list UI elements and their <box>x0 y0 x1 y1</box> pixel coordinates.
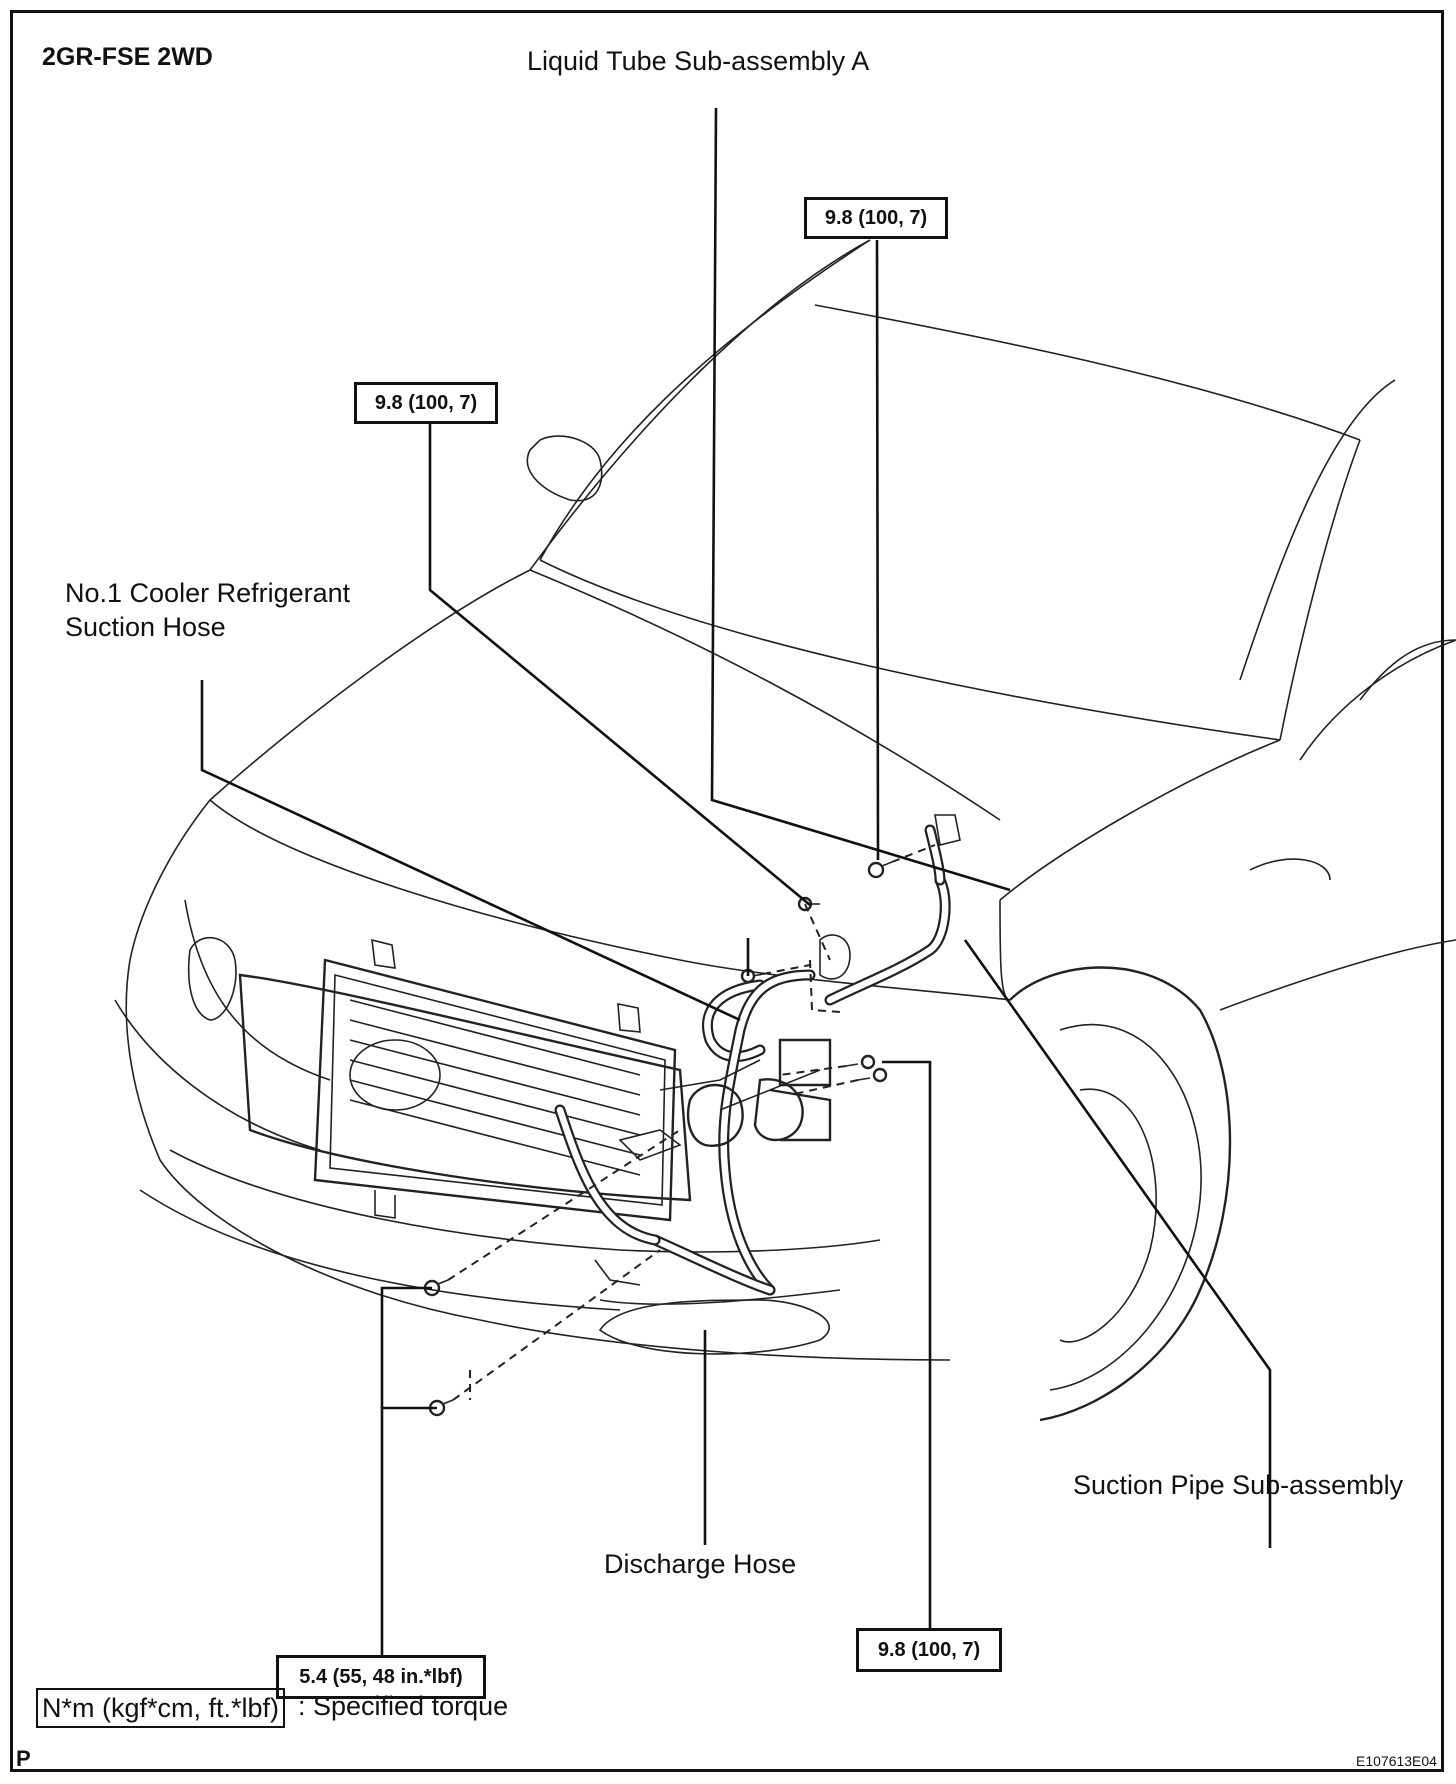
leader-lines <box>200 107 1272 1655</box>
torque-legend-text: : Specified torque <box>298 1691 509 1721</box>
liquid-tube-label: Liquid Tube Sub-assembly A <box>527 46 870 76</box>
refrigerant-piping <box>554 814 961 1296</box>
condenser-unit <box>313 938 677 1286</box>
discharge-hose-label: Discharge Hose <box>604 1549 797 1579</box>
assembly-dash-lines <box>447 844 936 1401</box>
suction-hose-label-line1: No.1 Cooler Refrigerant <box>65 578 351 608</box>
suction-pipe-label: Suction Pipe Sub-assembly <box>1073 1470 1404 1500</box>
bolt-icon <box>797 896 820 912</box>
bolt-icon <box>867 861 893 879</box>
bolts <box>423 861 893 1417</box>
torque-box-bottom-right: 9.8 (100, 7) <box>856 1628 1002 1672</box>
torque-box-top-right: 9.8 (100, 7) <box>804 197 948 239</box>
suction-hose-label-line2: Suction Hose <box>65 612 226 642</box>
page-mark: P <box>16 1746 31 1771</box>
variant-title: 2GR-FSE 2WD <box>42 43 213 71</box>
bolt-icon <box>845 1054 876 1070</box>
torque-unit-legend: N*m (kgf*cm, ft.*lbf) <box>36 1688 286 1728</box>
figure-id: E107613E04 <box>1356 1753 1437 1769</box>
vehicle-body-outline <box>114 239 1456 1422</box>
torque-box-top-left: 9.8 (100, 7) <box>354 382 498 424</box>
bolt-icon <box>857 1067 888 1083</box>
torque-box-bottom-left: 5.4 (55, 48 in.*lbf) <box>276 1655 486 1699</box>
diagram-frame <box>10 10 1444 1772</box>
